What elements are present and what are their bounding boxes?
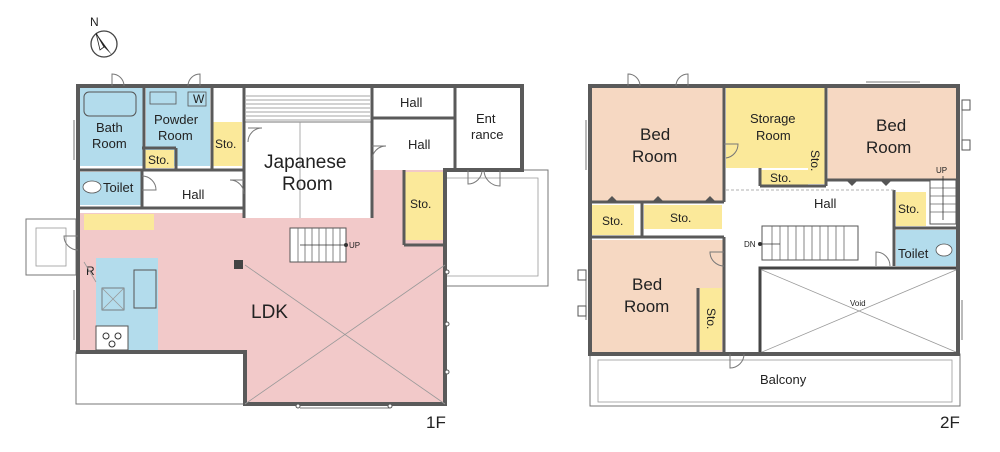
bath-room-label-l1: Bath xyxy=(96,120,123,135)
storage-e-2f xyxy=(896,192,926,226)
storage-d-2f xyxy=(808,146,826,184)
toilet-label-2f: Toilet xyxy=(898,246,929,261)
ldk-label: LDK xyxy=(251,302,288,323)
storage-closet-label: Sto. xyxy=(215,137,236,151)
balcony-label: Balcony xyxy=(760,372,807,387)
toilet-icon-2f xyxy=(935,243,953,257)
void-label: Void xyxy=(850,299,866,308)
japanese-room xyxy=(244,88,372,218)
entrance-label-l1: Ent xyxy=(476,111,496,126)
stair-dn-label-2f: DN xyxy=(744,240,756,249)
storage-room-label-l2: Room xyxy=(756,128,791,143)
washbasin-icon xyxy=(149,91,177,105)
hall-left-label: Hall xyxy=(182,187,205,202)
hall-mid-label: Hall xyxy=(408,137,431,152)
storage-room-label-l1: Storage xyxy=(750,111,796,126)
washer-label: W xyxy=(193,92,205,106)
hall-top-label: Hall xyxy=(400,95,423,110)
storage-bath xyxy=(144,150,174,168)
stove-icon xyxy=(95,325,129,351)
pantry-box xyxy=(101,287,125,311)
washer-icon xyxy=(187,91,207,107)
bed-room-1-label-l2: Room xyxy=(632,147,677,166)
japanese-room-label-l2: Room xyxy=(282,174,333,195)
exterior-wall-2f xyxy=(588,84,960,356)
toilet-icon xyxy=(82,180,102,194)
bed-room-2-label-l2: Room xyxy=(866,138,911,157)
bed-room-2 xyxy=(828,86,958,180)
hall-label-2f: Hall xyxy=(814,196,837,211)
bath-room-label-l2: Room xyxy=(92,136,127,151)
storage-kitchen xyxy=(84,214,154,230)
stair-up-label-1f: UP xyxy=(349,241,360,250)
bed-room-1 xyxy=(590,86,724,202)
powder-room-label-l1: Powder xyxy=(154,112,199,127)
floor-1f: UP R xyxy=(25,73,549,432)
storage-f-label-2f: Sto. xyxy=(704,308,718,329)
bed-room-2-label-l1: Bed xyxy=(876,116,906,135)
ldk-fill xyxy=(78,170,445,404)
bed-room-3-label-l2: Room xyxy=(624,297,669,316)
fridge-label: R xyxy=(86,264,95,278)
floor-2f-label: 2F xyxy=(940,413,960,432)
sink-icon xyxy=(133,269,157,309)
storage-c-2f xyxy=(760,170,808,186)
storage-e-label-2f: Sto. xyxy=(898,202,919,216)
floor-2f: DN UP xyxy=(577,73,971,432)
storage-b-2f xyxy=(644,205,722,229)
terrace-south-1f xyxy=(75,351,245,405)
compass-label: N xyxy=(90,15,99,29)
storage-f-2f xyxy=(700,288,722,350)
stairs-2f xyxy=(761,225,859,261)
bath-room xyxy=(80,88,144,166)
storage-hall-label-1f: Sto. xyxy=(410,197,431,211)
bathtub-icon xyxy=(83,91,137,117)
storage-hall-1f xyxy=(404,172,444,240)
storage-d-label-2f: Sto. xyxy=(808,150,822,171)
porch-west-1f xyxy=(25,218,77,276)
column-1f xyxy=(234,260,243,269)
storage-a-2f xyxy=(592,205,634,235)
storage-b-label-2f: Sto. xyxy=(670,211,691,225)
floor-1f-label: 1F xyxy=(426,413,446,432)
deck-east-1f xyxy=(445,169,549,287)
entrance-label-l2: rance xyxy=(471,127,504,142)
storage-c-label-2f: Sto. xyxy=(770,171,791,185)
bed-room-3-label-l1: Bed xyxy=(632,275,662,294)
stair-up-label-2f: UP xyxy=(936,166,947,175)
toilet-label-1f: Toilet xyxy=(103,180,134,195)
bed-room-1-label-l1: Bed xyxy=(640,125,670,144)
storage-a-label-2f: Sto. xyxy=(602,214,623,228)
storage-closet xyxy=(212,122,242,166)
powder-room-label-l2: Room xyxy=(158,128,193,143)
north-arrow-icon: N xyxy=(90,15,118,58)
japanese-room-label-l1: Japanese xyxy=(264,152,346,173)
storage-bath-label: Sto. xyxy=(148,153,169,167)
